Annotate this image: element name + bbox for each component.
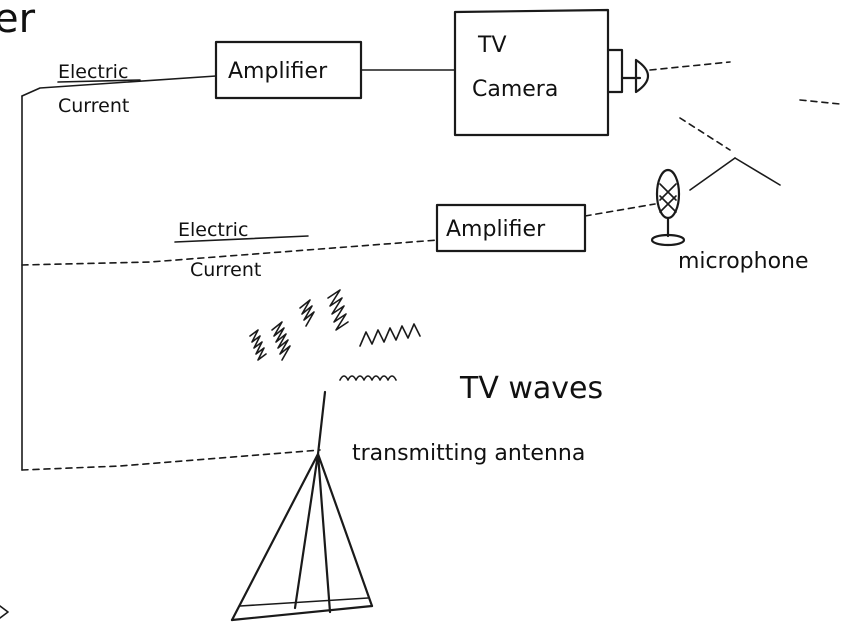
- electric-label-mid: Electric: [178, 219, 248, 241]
- electric-label-mid-underline: [174, 235, 309, 243]
- transmitting-antenna-label: transmitting antenna: [352, 441, 585, 466]
- electric-label-top-underline: [57, 79, 141, 83]
- top-current-line: [21, 75, 217, 97]
- microphone-label: microphone: [678, 249, 809, 274]
- camera-lens-icon: [606, 48, 650, 94]
- tv-camera-label-2: Camera: [472, 77, 558, 102]
- electric-label-top: Electric: [58, 61, 128, 83]
- amplifier-mid-box: [435, 203, 587, 253]
- wave-squiggle-icon: [249, 289, 421, 381]
- current-label-mid: Current: [190, 259, 261, 281]
- tv-waves-label: TV waves: [459, 371, 603, 406]
- amplifier-top-label: Amplifier: [228, 59, 328, 84]
- amplifier-mid-label: Amplifier: [446, 217, 546, 242]
- camera-sight-line-5: [689, 157, 736, 191]
- tv-camera-box: [453, 8, 610, 137]
- stray-mark: [0, 605, 9, 619]
- title-fragment: er: [0, 0, 36, 42]
- camera-sight-line-4: [734, 157, 781, 186]
- current-label-top: Current: [58, 95, 129, 117]
- antenna-tower-icon: [230, 390, 374, 622]
- tv-camera-label-1: TV: [477, 33, 507, 58]
- microphone-icon: [650, 168, 686, 247]
- amp-to-mic-line: [584, 203, 656, 217]
- middle-current-line: [21, 239, 439, 266]
- lower-current-line: [21, 449, 321, 471]
- camera-sight-line-2: [799, 99, 841, 105]
- camera-sight-line-1: [649, 61, 731, 71]
- camera-sight-line-3: [679, 117, 731, 151]
